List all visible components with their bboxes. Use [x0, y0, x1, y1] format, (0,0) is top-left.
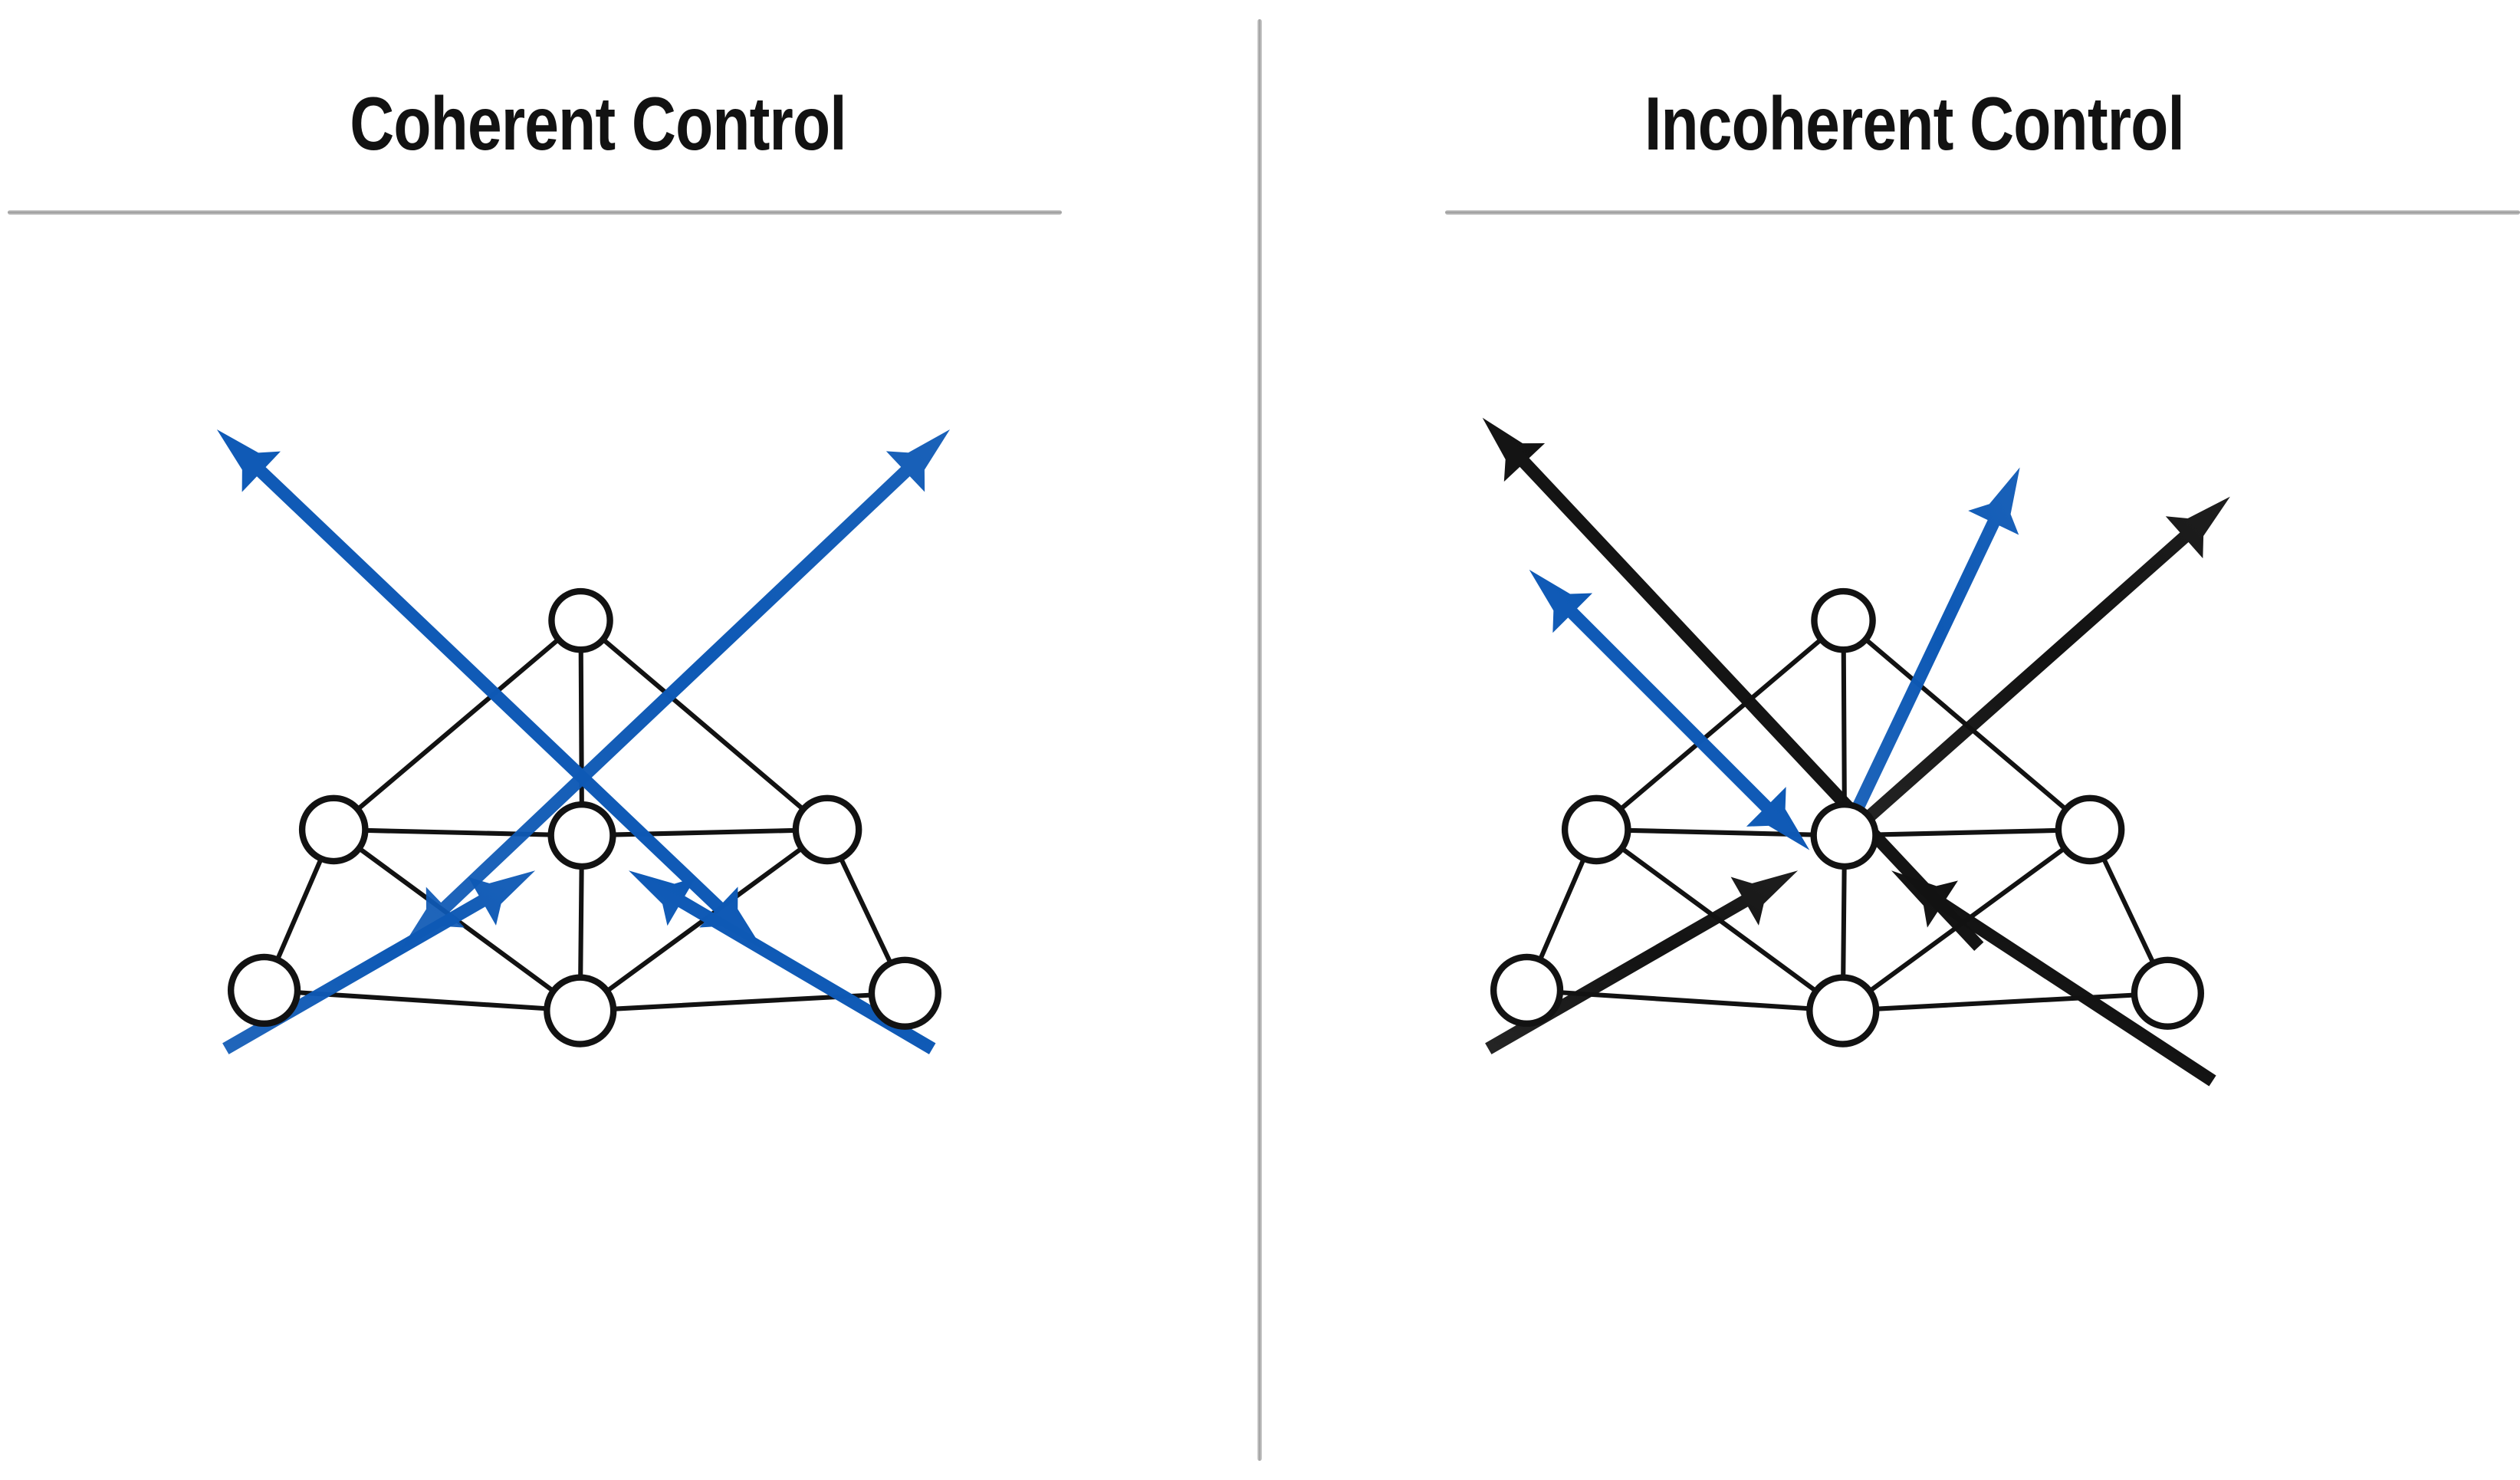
arrow-upper-right-blue: [1838, 467, 2020, 839]
graph-nodes: [227, 587, 941, 1048]
panel-divider: [1257, 19, 1262, 1461]
graph-node-bottom-mid: [1806, 974, 1880, 1048]
graph-edge: [354, 636, 562, 813]
arrow-lower-left-black: [1485, 870, 1799, 1054]
graph-nodes: [1490, 587, 2204, 1048]
graph-node-bottom-right: [2131, 956, 2204, 1030]
graph-node-left-mid: [1561, 794, 1631, 865]
graph-node-top: [548, 587, 613, 653]
arrow-upper-left: [216, 429, 764, 950]
panel-incoherent-control: Incoherent Control: [1263, 0, 2520, 1480]
graph-incoherent: [1263, 368, 2520, 1104]
graph-node-center: [547, 801, 616, 870]
panel-title-coherent: Coherent Control: [350, 81, 846, 166]
graph-node-bottom-left: [227, 953, 301, 1028]
arrow-upper-left-blue: [1529, 569, 1810, 850]
arrow-upper-right: [400, 429, 951, 950]
graph-edge: [1871, 827, 2062, 837]
graph-edge: [609, 992, 876, 1011]
graph-edge: [1841, 863, 1847, 982]
graph-edge: [1841, 646, 1847, 808]
graph-edge: [294, 990, 550, 1011]
graph-node-right-mid: [2055, 794, 2125, 865]
graph-node-bottom-mid: [544, 974, 617, 1048]
graph-edge: [837, 854, 894, 967]
graph-coherent: [0, 368, 1257, 1104]
arrow-lower-left: [222, 870, 536, 1054]
graph-edge: [274, 855, 324, 964]
graph-node-bottom-right: [868, 956, 941, 1030]
graph-edge: [1537, 855, 1587, 964]
graph-node-bottom-left: [1490, 953, 1564, 1028]
arrow-upper-left-black: [1482, 417, 1984, 951]
arrow-upper-right-black: [1840, 496, 2230, 844]
graph-edge: [578, 863, 584, 982]
graph-svg: [216, 429, 951, 1054]
panel-coherent-control: Coherent Control: [0, 0, 1257, 1480]
panel-title-incoherent: Incoherent Control: [1644, 81, 2185, 166]
arrow-lower-right: [629, 870, 936, 1054]
graph-edge: [2100, 854, 2157, 967]
graph-node-center: [1810, 801, 1879, 870]
graph-node-right-mid: [792, 794, 862, 865]
graph-edge: [1556, 990, 1813, 1011]
control-arrows: [216, 429, 951, 1054]
graph-node-top: [1811, 587, 1876, 653]
title-rule-coherent: [8, 210, 1062, 215]
title-rule-incoherent: [1445, 210, 2520, 215]
arrow-lower-right-black: [1891, 870, 2216, 1087]
graph-edge: [600, 636, 807, 813]
graph-edge: [1617, 636, 1825, 813]
graph-node-left-mid: [298, 794, 369, 865]
graph-svg: [1482, 417, 2230, 1087]
